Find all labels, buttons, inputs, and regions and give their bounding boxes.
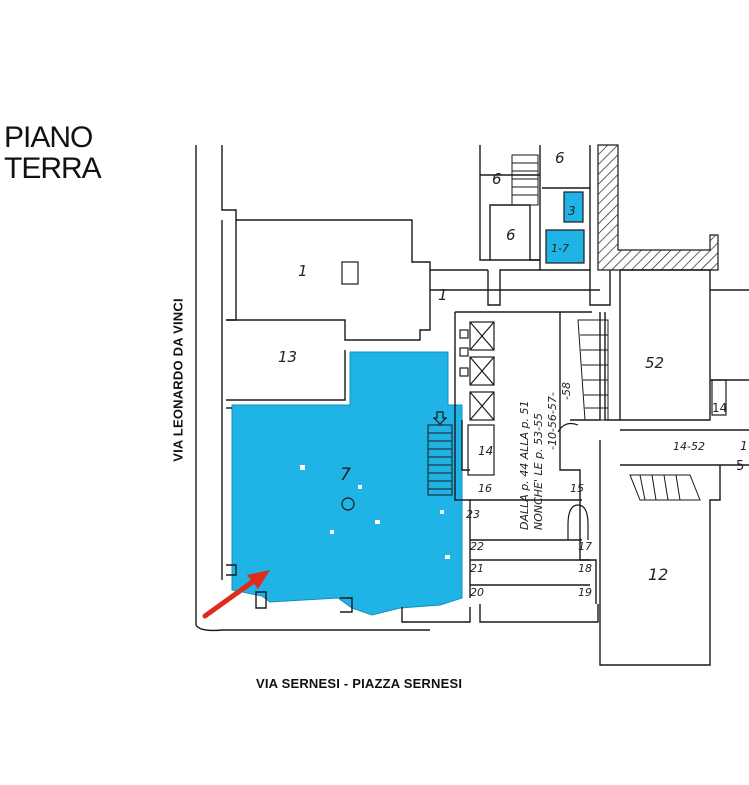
room-label: 1 xyxy=(438,286,448,304)
room-label: 20 xyxy=(470,586,484,599)
stairs-center xyxy=(427,424,453,496)
stairs-top xyxy=(511,154,539,206)
note-line2: NONCHE' LE p. 53-55 xyxy=(532,413,545,530)
room-label: 19 xyxy=(578,586,592,599)
hatched-wall xyxy=(597,144,719,271)
room-label: 13 xyxy=(278,348,297,366)
highlighted-cell-3 xyxy=(563,191,584,223)
room-label: 21 xyxy=(470,562,484,575)
down-arrow-icon xyxy=(432,411,448,425)
room-label: 22 xyxy=(470,540,484,553)
room-label: 23 xyxy=(466,508,480,521)
arches xyxy=(557,422,589,540)
room-label: 16 xyxy=(478,482,492,495)
room-label: 15 xyxy=(570,482,584,495)
stairs-right xyxy=(577,319,609,421)
stairs-spiral xyxy=(629,474,701,501)
room-label: 1 xyxy=(298,262,308,280)
room-label: 18 xyxy=(578,562,592,575)
room-label: 17 xyxy=(578,540,592,553)
red-arrow-icon xyxy=(202,570,270,619)
room-label: 1 xyxy=(740,439,748,453)
room-labels: 6 6 6 3 1-7 1 1 13 7 14 14 52 14-52 5 1 … xyxy=(278,149,748,599)
room-label: 5 xyxy=(736,459,744,474)
floor-title: PIANO TERRA xyxy=(4,121,102,185)
room-label: 6 xyxy=(506,226,516,244)
note-line4: -58 xyxy=(560,382,573,400)
room-label: 52 xyxy=(645,354,664,372)
handwritten-note: DALLA p. 44 ALLA p. 51 NONCHE' LE p. 53-… xyxy=(518,382,573,530)
room-label: 12 xyxy=(648,565,668,584)
floor-title-line2: TERRA xyxy=(4,152,102,185)
room-label: 3 xyxy=(568,204,576,218)
room-label: 14 xyxy=(478,444,493,458)
shaft-boxes xyxy=(467,321,495,476)
room-label: 6 xyxy=(555,149,565,167)
room-label: 1-7 xyxy=(551,242,569,255)
pillars xyxy=(341,261,727,511)
note-line1: DALLA p. 44 ALLA p. 51 xyxy=(518,400,531,530)
room-label: 6 xyxy=(492,170,502,188)
floor-title-line1: PIANO xyxy=(4,121,93,154)
note-line3: -10-56-57- xyxy=(546,392,559,450)
room-label: 14 xyxy=(712,401,727,415)
room-label: 14-52 xyxy=(673,440,705,453)
room-label: 7 xyxy=(340,465,351,485)
highlight-specks xyxy=(300,465,450,559)
street-label-bottom: VIA SERNESI - PIAZZA SERNESI xyxy=(256,676,463,691)
highlighted-cell-1-7 xyxy=(545,229,585,264)
